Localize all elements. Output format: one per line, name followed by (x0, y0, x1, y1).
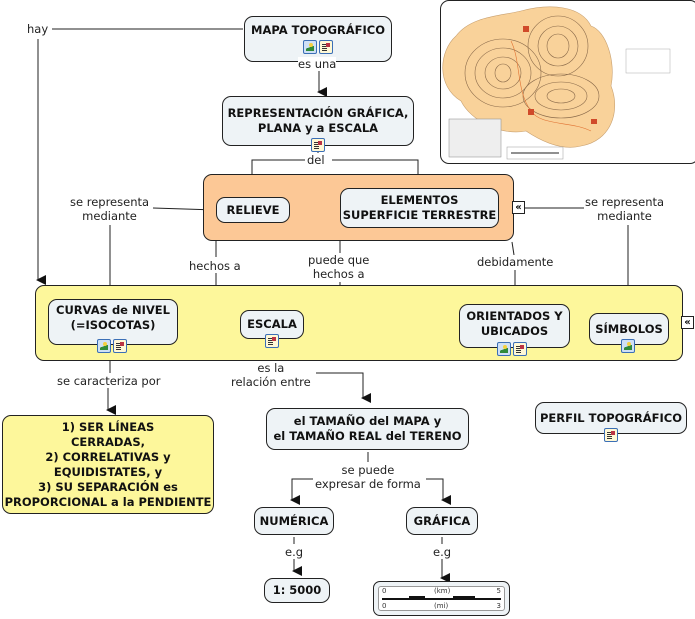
link-label-puede-que: puede que hechos a (308, 253, 370, 281)
link-label-line: se representa (70, 195, 150, 209)
link-label-line: se representa (585, 195, 665, 209)
link-label-line: expresar de forma (315, 477, 421, 491)
node-label: RELIEVE (226, 202, 280, 217)
simbolos-icons (621, 339, 635, 353)
node-label: GRÁFICA (413, 513, 471, 528)
scale-bar-segment (453, 596, 475, 599)
curvas-icons (97, 339, 127, 353)
document-resource-icon[interactable] (113, 339, 127, 353)
topographic-map-image (440, 0, 695, 164)
document-resource-icon[interactable] (265, 334, 279, 348)
node-label: SÍMBOLOS (595, 321, 663, 336)
perfil-icons (604, 428, 618, 442)
node-label: el TAMAÑO REAL del TERENO (273, 429, 462, 443)
node-label: ESCALA (247, 317, 297, 331)
node-label: 1: 5000 (272, 583, 322, 597)
representacion-icons (311, 138, 325, 152)
link-label-line: mediante (597, 209, 652, 223)
node-grafica[interactable]: GRÁFICA (406, 507, 478, 535)
node-label: el TAMAÑO del MAPA y (293, 414, 442, 428)
link-label-eg-numerica: e.g (285, 545, 304, 559)
link-label-se-representa-left: se representa mediante (70, 195, 150, 223)
node-label: 3) SU SEPARACIÓN es (38, 479, 178, 494)
link-label-debidamente: debidamente (477, 255, 554, 269)
scale-mi-min: 0 (382, 602, 387, 610)
node-label: REPRESENTACIÓN GRÁFICA, (227, 106, 409, 120)
node-tamano[interactable]: el TAMAÑO del MAPA y el TAMAÑO REAL del … (266, 408, 469, 450)
link-label-hechos-a: hechos a (189, 259, 241, 273)
collapse-group-button[interactable]: « (681, 316, 694, 329)
link-label-del: del (307, 153, 325, 167)
document-resource-icon[interactable] (319, 40, 333, 54)
image-resource-icon[interactable] (303, 40, 317, 54)
node-ejemplo-numerico[interactable]: 1: 5000 (264, 578, 330, 603)
node-label: UBICADOS (480, 324, 549, 338)
node-label: MAPA TOPOGRÁFICO (251, 23, 385, 37)
node-label: PROPORCIONAL a la PENDIENTE (4, 494, 212, 509)
orientados-icons (497, 342, 527, 356)
link-label-line: puede que (308, 253, 370, 267)
image-resource-icon[interactable] (621, 339, 635, 353)
scale-km-label: (km) (434, 587, 451, 595)
node-scale-bar-image[interactable]: 0 (km) 5 0 (mi) 3 (373, 581, 510, 616)
node-caracteristicas[interactable]: 1) SER LÍNEAS CERRADAS, 2) CORRELATIVAS … (2, 415, 214, 514)
link-label-line: se puede (341, 463, 395, 477)
scale-mi-label: (mi) (434, 602, 449, 610)
node-relieve[interactable]: RELIEVE (216, 197, 290, 223)
node-orientados[interactable]: ORIENTADOS Y UBICADOS (459, 304, 570, 348)
document-resource-icon[interactable] (513, 342, 527, 356)
link-label-es-la: es la relación entre (231, 361, 311, 389)
link-label-se-caracteriza: se caracteriza por (57, 374, 161, 388)
node-label: 1) SER LÍNEAS (61, 419, 155, 434)
image-resource-icon[interactable] (97, 339, 111, 353)
node-label: ELEMENTOS (380, 193, 459, 207)
document-resource-icon[interactable] (311, 138, 325, 152)
node-elementos[interactable]: ELEMENTOS SUPERFICIE TERRESTRE (340, 188, 499, 228)
link-label-se-representa-right: se representa mediante (585, 195, 665, 223)
node-representacion[interactable]: REPRESENTACIÓN GRÁFICA, PLANA y a ESCALA (222, 96, 414, 146)
scale-km-min: 0 (382, 587, 387, 595)
scale-bar-line (382, 598, 501, 600)
scale-km-max: 5 (496, 587, 501, 595)
node-label: PLANA y a ESCALA (257, 121, 379, 135)
link-label-line: hechos a (312, 267, 365, 281)
link-label-line: mediante (82, 209, 137, 223)
collapse-elementos-button[interactable]: « (512, 201, 525, 214)
link-label-es-una: es una (298, 57, 337, 71)
document-resource-icon[interactable] (604, 428, 618, 442)
node-curvas-nivel[interactable]: CURVAS de NIVEL (=ISOCOTAS) (48, 299, 178, 345)
node-numerica[interactable]: NUMÉRICA (254, 507, 334, 535)
node-mapa-topografico[interactable]: MAPA TOPOGRÁFICO (244, 16, 392, 62)
node-label: NUMÉRICA (259, 513, 329, 528)
node-label: (=ISOCOTAS) (70, 318, 156, 332)
node-label: CERRADAS, (70, 434, 145, 449)
link-label-line: relación entre (231, 375, 311, 389)
scale-bar-segment (409, 596, 425, 599)
link-label-hay: hay (27, 22, 49, 36)
node-label: ORIENTADOS Y (466, 309, 563, 323)
scale-bar-frame: 0 (km) 5 0 (mi) 3 (378, 586, 505, 611)
escala-icons (265, 334, 279, 348)
map-illustration (442, 6, 671, 160)
image-resource-icon[interactable] (497, 342, 511, 356)
node-label: 2) CORRELATIVAS y (45, 449, 171, 464)
scale-mi-max: 3 (496, 602, 501, 610)
node-label: PERFIL TOPOGRÁFICO (540, 410, 682, 425)
link-label-se-puede: se puede expresar de forma (315, 463, 421, 491)
node-label: SUPERFICIE TERRESTRE (342, 208, 497, 222)
node-label: CURVAS de NIVEL (56, 303, 170, 317)
link-label-eg-grafica: e.g (433, 545, 452, 559)
node-label: EQUIDISTATES, y (53, 464, 163, 479)
link-label-line: es la (257, 361, 285, 375)
